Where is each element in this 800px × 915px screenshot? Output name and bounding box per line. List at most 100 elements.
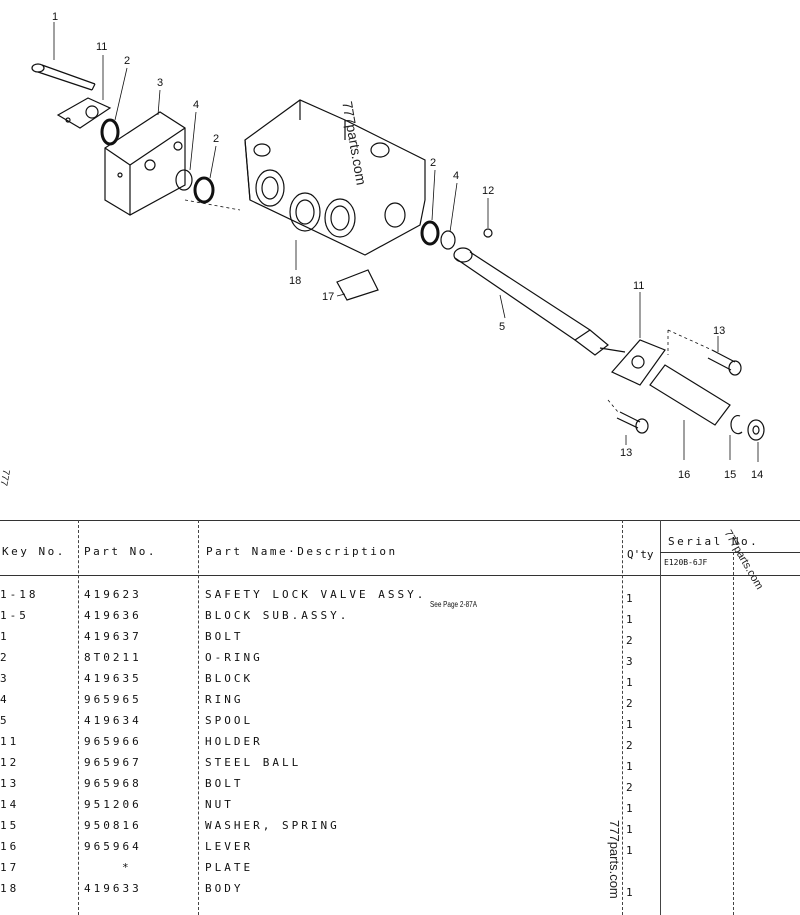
header-description: Part Name·Description [206,545,398,558]
table-row: 5 419634 SPOOL 1 [0,714,800,735]
holder-11-right-drawing [611,339,666,386]
row-qty: 1 [626,676,633,689]
row-qty: 2 [626,781,633,794]
row-description: BLOCK SUB.ASSY. [205,609,350,622]
row-description: SAFETY LOCK VALVE ASSY. [205,588,427,601]
row-qty: 1 [626,844,633,857]
table-row: 18 419633 BODY 1 [0,882,800,903]
callout-17: 17 [322,291,334,303]
row-part-no: 965964 [84,840,142,853]
callout-11: 11 [96,41,107,53]
row-key-no: 11 [0,735,20,748]
row-description: HOLDER [205,735,263,748]
row-qty: 1 [626,592,633,605]
serial-sub-border [660,552,800,553]
callout-16: 16 [678,469,690,481]
row-key-no: 4 [0,693,10,706]
row-part-no: 950816 [84,819,142,832]
row-part-no: 419635 [84,672,142,685]
callout-13b: 13 [620,447,632,459]
callout-11b: 11 [633,280,644,292]
callout-2: 2 [124,55,130,67]
row-description: BOLT [205,630,244,643]
table-row: 2 8T0211 O-RING 3 [0,651,800,672]
row-description: BODY [205,882,244,895]
body-18-drawing [244,99,426,256]
holder-11-drawing [56,97,112,129]
assembly-lines [184,199,713,413]
row-part-no: 419633 [84,882,142,895]
row-key-no: 13 [0,777,20,790]
header-serial-model: E120B-6JF [664,558,708,567]
table-row: 1-18 419623 SAFETY LOCK VALVE ASSY. 1 [0,588,800,609]
col-divider [78,520,79,915]
table-row: 16 965964 LEVER 1 [0,840,800,861]
row-key-no: 16 [0,840,20,853]
row-key-no: 1-5 [0,609,29,622]
table-row: 1-5 419636 BLOCK SUB.ASSY. 1 [0,609,800,630]
row-description: O-RING [205,651,263,664]
row-part-no: 951206 [84,798,142,811]
col-divider [733,552,734,915]
row-part-no: 419637 [84,630,142,643]
row-key-no: 1 [0,630,10,643]
row-key-no: 12 [0,756,20,769]
row-part-no: 965968 [84,777,142,790]
row-part-no: 419623 [84,588,142,601]
header-qty: Q'ty [627,548,654,561]
ring-4-left-drawing [175,169,193,191]
washer-15-drawing [730,415,743,435]
callout-12: 12 [482,185,494,197]
row-part-no: 419634 [84,714,142,727]
row-part-no: 965966 [84,735,142,748]
callout-13: 13 [713,325,725,337]
table-row: 15 950816 WASHER, SPRING 1 [0,819,800,840]
watermark-qty-column: 777parts.com [607,820,622,899]
col-divider [660,520,661,915]
ring-4-right-drawing [440,230,456,250]
oring-2-right-drawing [420,220,440,246]
header-key-no: Key No. [2,545,66,558]
row-part-no: 419636 [84,609,142,622]
table-row: 3 419635 BLOCK 1 [0,672,800,693]
spool-5-drawing [453,247,626,356]
table-row: 1 419637 BOLT 2 [0,630,800,651]
oring-2-left-drawing [100,118,120,146]
row-qty: 1 [626,613,633,626]
row-part-no: 965965 [84,693,142,706]
row-key-no: 14 [0,798,20,811]
row-key-no: 5 [0,714,10,727]
callout-5: 5 [499,321,505,333]
nut-14-drawing [747,419,765,441]
row-description: BLOCK [205,672,254,685]
callout-2b: 2 [213,133,219,145]
row-description: STEEL BALL [205,756,302,769]
header-part-no: Part No. [84,545,157,558]
table-row: 17 * PLATE [0,861,800,882]
bolt-13-top-drawing [707,349,742,376]
row-description: WASHER, SPRING [205,819,340,832]
row-description: LEVER [205,840,254,853]
callout-18: 18 [289,275,301,287]
row-part-no: 8T0211 [84,651,142,664]
bolt-13-bottom-drawing [616,411,649,434]
table-row: 13 965968 BOLT 2 [0,777,800,798]
table-row: 4 965965 RING 2 [0,693,800,714]
callout-4: 4 [193,99,199,111]
callout-2c: 2 [430,157,436,169]
callout-15: 15 [724,469,736,481]
row-key-no: 3 [0,672,10,685]
row-qty: 2 [626,634,633,647]
row-description: PLATE [205,861,254,874]
row-description: NUT [205,798,234,811]
row-qty: 1 [626,886,633,899]
row-qty: 3 [626,655,633,668]
row-qty: 2 [626,739,633,752]
exploded-parts-diagram: 1 11 2 3 4 2 2 4 12 18 17 5 11 13 13 16 … [31,11,765,481]
row-key-no: 18 [0,882,20,895]
callout-4b: 4 [453,170,459,182]
table-top-border [0,520,800,521]
steel-ball-12-drawing [483,228,493,238]
row-description: RING [205,693,244,706]
row-qty: 1 [626,718,633,731]
